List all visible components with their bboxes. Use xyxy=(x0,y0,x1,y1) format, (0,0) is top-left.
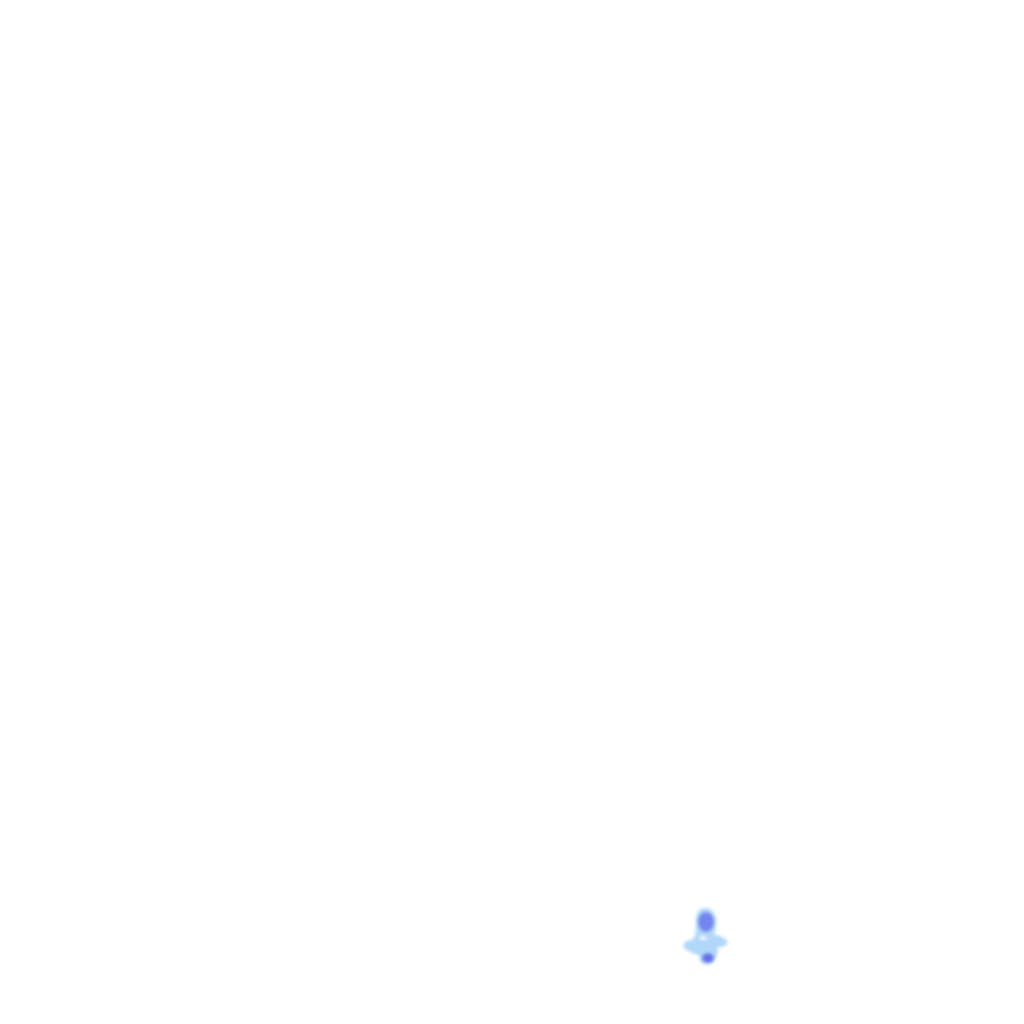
blob-body-light xyxy=(683,908,728,965)
blue-blob-image xyxy=(683,908,728,965)
blob-core-bottom xyxy=(702,953,714,963)
blob-highlight xyxy=(699,936,707,940)
blob-core-top xyxy=(698,912,714,932)
